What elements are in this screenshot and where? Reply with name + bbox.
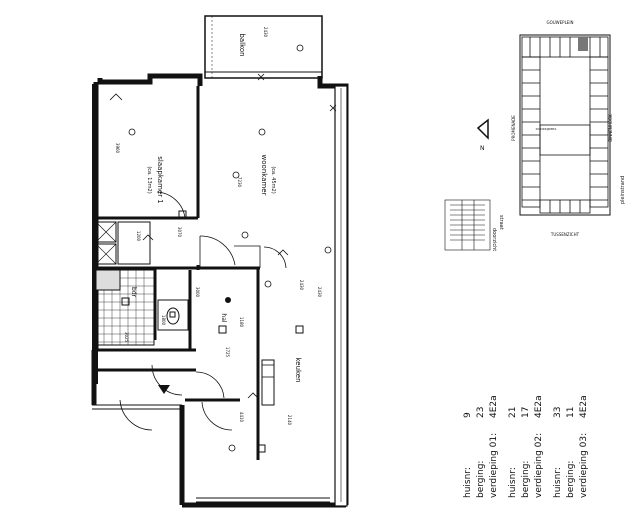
legend-row-value: 23 [476,407,486,418]
dim-label: 3070 [177,227,182,238]
legend-row-value: 17 [521,407,531,418]
dim-label: 3025 [124,332,129,343]
room-woonkamer-dim: 7230 [237,177,242,188]
room-woonkamer-area: (ca. 45m2) [270,166,276,193]
legend-row-value: 21 [508,407,518,418]
svg-text:N: N [480,145,485,152]
unit-legend: huisnr: 9 berging: 23 verdieping 01: 4E2a huis… [463,395,589,498]
north-arrow-icon: N [476,118,489,152]
room-hal-label: hal [220,313,227,322]
legend-row-label: huisnr: [508,467,518,498]
site-label-straat: straat [498,215,504,230]
legend-row-value: 9 [463,412,473,418]
room-keuken-dim: 2430 [299,280,304,291]
legend-row-value: 4E2a [489,395,499,418]
kitchen-counter [261,359,275,406]
legend-row-label: berging: [521,461,531,498]
legend-row-label: huisnr: [553,467,563,498]
dim-label: 2430 [317,287,322,298]
key-plan-street-top: GOUWEPLEIN [547,20,574,25]
legend-row-label: berging: [476,461,486,498]
dim-label: 2140 [287,415,292,426]
key-plan: GOUWEPLEIN PROMENADE BINNENHOOK TUSSENZI… [511,20,626,237]
legend-row-value: 33 [553,407,563,418]
room-balkon-label: balkon [238,33,246,56]
room-balkon-dim: 2430 [263,27,268,38]
room-bdr-label: bdr [130,287,137,298]
legend-row-value: 4E2a [579,395,589,418]
room-slaapkamer-dim: 3960 [115,143,120,154]
room-slaapkamer-label: slaapkamer 1 [156,156,164,204]
apartment-floorplan [91,15,349,508]
legend-row-label: huisnr: [463,467,473,498]
key-plan-street-right: BINNENHOOK [608,114,613,142]
legend-row-label: verdieping 02: [534,433,544,498]
site-plan: straat doorzicht [444,199,504,251]
entrance-arrow [158,385,170,394]
inner-walls [92,86,260,460]
key-plan-unit-highlight [578,37,588,51]
dimension-labels: 3070 1200 2430 1180 3025 1800 1725 4410 … [124,227,322,426]
key-plan-street-bottom: TUSSENZICHT [550,232,580,237]
legend-row-label: berging: [566,461,576,498]
bathroom-tiles [95,269,155,346]
room-woonkamer-label: woonkamer [260,155,268,196]
legend-row-label: verdieping 03: [579,433,589,498]
room-labels: balkon 2430 slaapkamer 1 (ca. 13m2) 3960… [115,27,304,383]
dim-label: 1180 [239,317,244,328]
room-hal-dim: 3000 [195,287,200,298]
dim-label: 4410 [239,412,244,423]
legend-row-value: 11 [566,407,576,418]
legend-row-value: 4E2a [534,395,544,418]
key-plan-street-left: PROMENADE [511,115,516,141]
balcony-outline [204,15,323,79]
dim-label: 1800 [161,315,166,326]
electrical-symbols [109,44,337,452]
socket-markers [121,210,304,453]
door-swings [119,191,287,431]
dim-label: 1725 [225,347,230,358]
key-plan-inner: DOORKIJKERS [536,127,557,131]
legend-row-label: verdieping 01: [489,433,499,498]
room-slaapkamer-area: (ca. 13m2) [146,166,152,193]
key-plan-far-right: pleinstrand [620,176,626,204]
dim-label: 1200 [136,231,141,242]
site-label-doorzicht: doorzicht [491,228,497,251]
room-keuken-label: keuken [294,357,302,382]
